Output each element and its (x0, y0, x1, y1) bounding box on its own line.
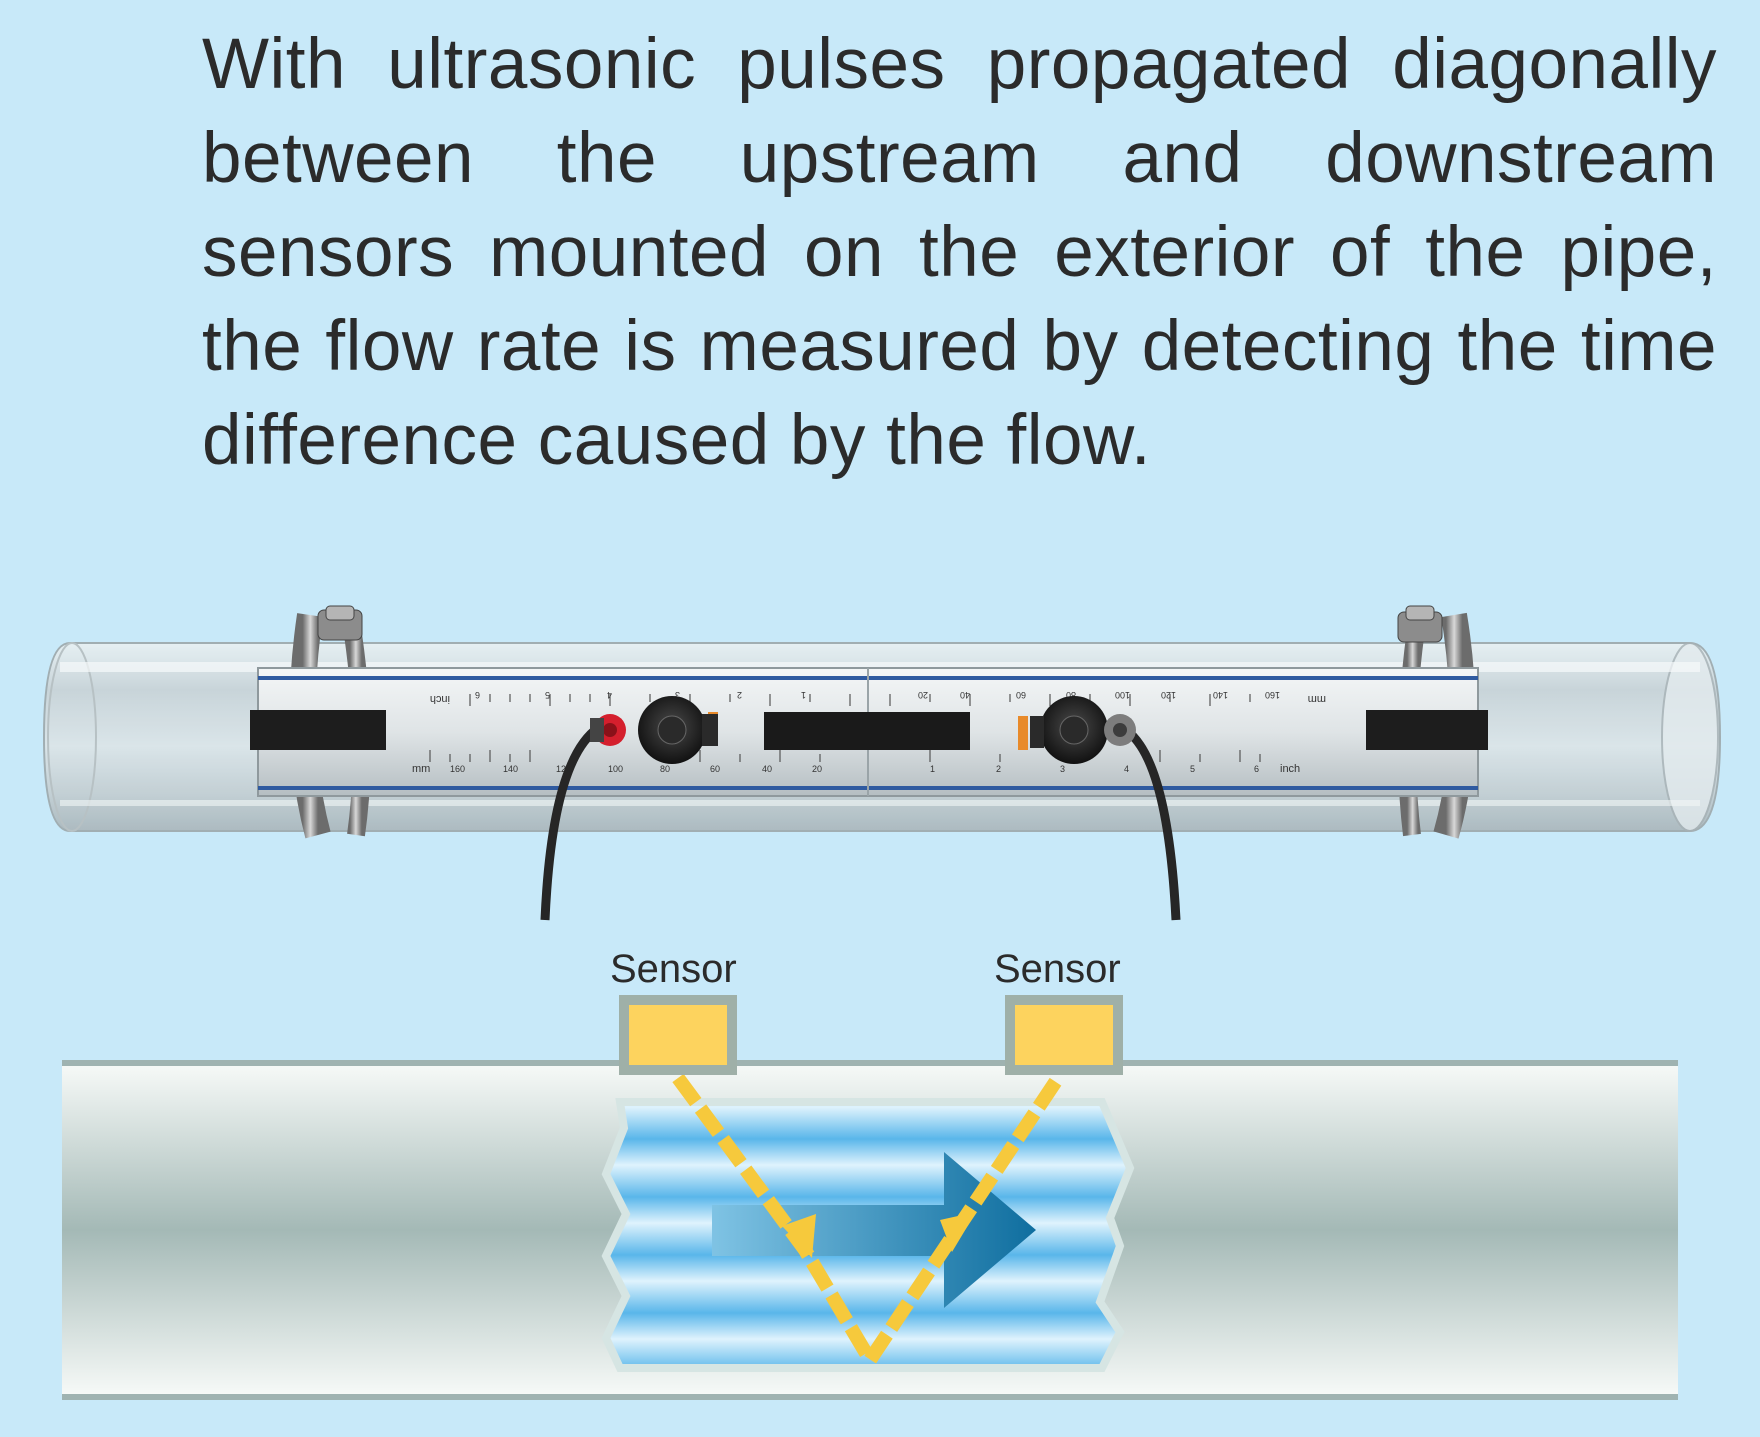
downstream-sensor-knob (1030, 696, 1108, 764)
tick-label: 20 (918, 690, 928, 700)
tick-label: 120 (1161, 690, 1176, 700)
tick-label: 1 (801, 690, 806, 700)
tick-label: 60 (710, 764, 720, 774)
tick-label: 40 (960, 690, 970, 700)
tick-label: 140 (1213, 690, 1228, 700)
tick-label: 3 (1060, 764, 1065, 774)
tick-label: 3 (675, 690, 680, 700)
tick-label: 5 (545, 690, 550, 700)
pulse-arrowhead-down (782, 1214, 816, 1258)
tick-label: 100 (1115, 690, 1130, 700)
scale-unit-left-bottom: mm (412, 763, 430, 775)
tick-label: 6 (1254, 764, 1259, 774)
clamp-on-flowmeter-photo: inch mm mm inch 160 140 120 100 80 60 40… (42, 605, 1722, 921)
tick-label: 4 (1124, 764, 1129, 774)
rail-end-block-left (250, 710, 386, 750)
tick-label: 1 (930, 764, 935, 774)
tick-label: 2 (737, 690, 742, 700)
tick-label: 160 (450, 764, 465, 774)
tick-label: 6 (475, 690, 480, 700)
description-text: With ultrasonic pulses propagated diagon… (202, 25, 1717, 480)
downstream-cable (1104, 714, 1181, 921)
upstream-sensor-label: Sensor (610, 947, 737, 991)
tick-label: 80 (660, 764, 670, 774)
upstream-sensor-knob (638, 696, 718, 764)
tick-label: 5 (1190, 764, 1195, 774)
scale-unit-left-top: inch (430, 693, 450, 705)
tick-label: 100 (608, 764, 623, 774)
upstream-sensor (619, 995, 737, 1075)
tick-label: 60 (1016, 690, 1026, 700)
tick-label: 160 (1265, 690, 1280, 700)
position-marker (1018, 716, 1028, 750)
ultrasonic-pulse-path (672, 1073, 1064, 1374)
tick-label: 140 (503, 764, 518, 774)
scale-unit-right-bottom: inch (1280, 763, 1300, 775)
downstream-sensor (1005, 995, 1123, 1075)
flow-direction-arrow (712, 1152, 1036, 1308)
tick-label: 40 (762, 764, 772, 774)
rail-end-block-right (1366, 710, 1488, 750)
upstream-cable (540, 714, 626, 921)
pulse-arrowhead-up (940, 1212, 976, 1252)
tick-label: 120 (556, 764, 571, 774)
rail-center-spacer (764, 712, 970, 750)
tick-label: 2 (996, 764, 1001, 774)
tick-label: 20 (812, 764, 822, 774)
downstream-sensor-label: Sensor (994, 947, 1121, 991)
scale-unit-right-top: mm (1308, 693, 1326, 705)
measurement-principle-diagram: Sensor Sensor (62, 947, 1678, 1400)
tick-label: 80 (1066, 690, 1076, 700)
tick-label: 4 (607, 690, 612, 700)
